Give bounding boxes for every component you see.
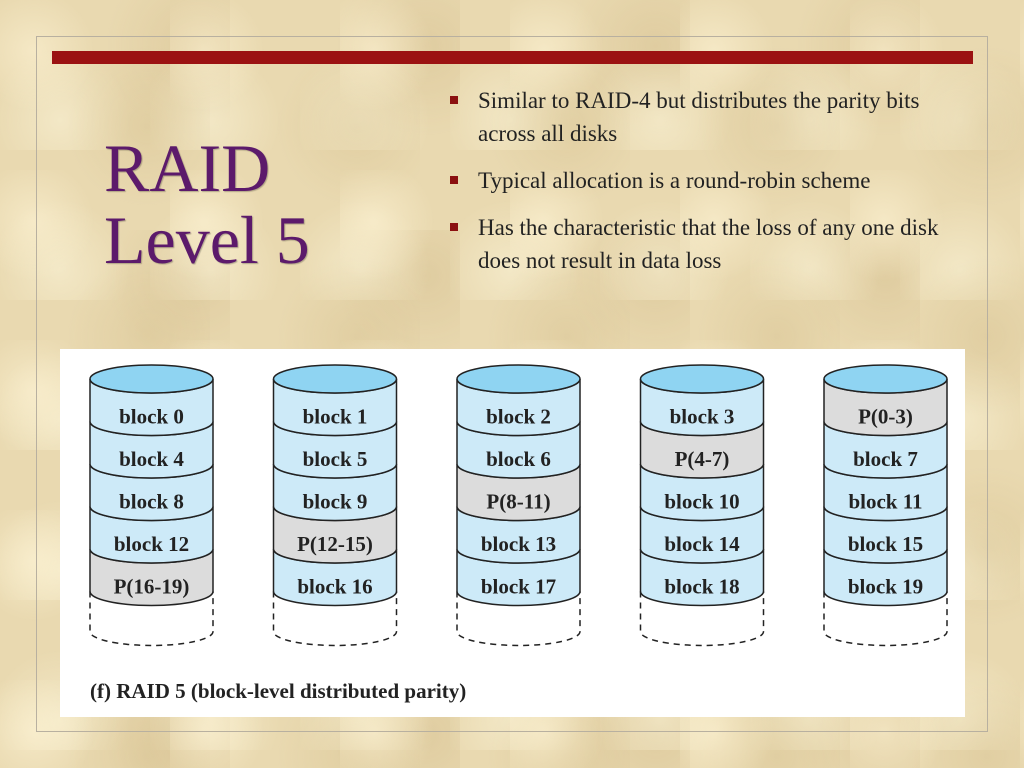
- block-label: block 4: [119, 447, 184, 471]
- block-label: block 9: [303, 490, 368, 514]
- title-line-1: RAID: [104, 130, 271, 206]
- block-label: block 13: [481, 532, 556, 556]
- block-label: block 19: [848, 575, 923, 599]
- disk-array: P(16-19) block 12 block 8 block 4 block 0 blo…: [89, 364, 948, 647]
- disk-1: P(16-19) block 12 block 8 block 4 block 0: [89, 364, 214, 647]
- disk-empty-space: [456, 591, 581, 647]
- bullet-text: Has the characteristic that the loss of …: [478, 215, 939, 273]
- bullet-square-icon: [450, 96, 458, 104]
- raid5-diagram: P(16-19) block 12 block 8 block 4 block 0 blo…: [60, 349, 965, 717]
- bullet-list: Similar to RAID-4 but distributes the pa…: [446, 84, 966, 291]
- bullet-text: Typical allocation is a round-robin sche…: [478, 168, 871, 193]
- block-label: block 6: [486, 447, 551, 471]
- block-label: block 1: [303, 405, 368, 429]
- title-line-2: Level 5: [104, 202, 310, 278]
- disk-empty-space: [89, 591, 214, 647]
- block-label: block 14: [664, 532, 740, 556]
- bullet-square-icon: [450, 176, 458, 184]
- disk-empty-space: [272, 591, 398, 647]
- disk-top: [456, 364, 581, 394]
- block-label: block 0: [119, 405, 184, 429]
- bullet-item: Similar to RAID-4 but distributes the pa…: [446, 84, 966, 150]
- block-label: P(4-7): [675, 447, 730, 471]
- slide-frame: [36, 36, 988, 732]
- disk-empty-space: [823, 591, 948, 647]
- block-label: block 11: [848, 490, 922, 514]
- bullet-item: Typical allocation is a round-robin sche…: [446, 164, 966, 197]
- disk-top: [639, 364, 765, 394]
- block-label: P(0-3): [858, 405, 913, 429]
- disk-top: [89, 364, 214, 394]
- disk-empty-space: [639, 591, 765, 647]
- block-label: P(12-15): [297, 532, 373, 556]
- block-label: block 3: [670, 405, 735, 429]
- figure-caption: (f) RAID 5 (block-level distributed pari…: [90, 679, 467, 703]
- disk-top: [823, 364, 948, 394]
- block-label: block 12: [114, 532, 189, 556]
- bullet-item: Has the characteristic that the loss of …: [446, 211, 966, 277]
- disk-4: block 18 block 14 block 10 P(4-7) block 3: [639, 364, 765, 647]
- block-label: P(16-19): [114, 575, 190, 599]
- block-label: block 7: [853, 447, 918, 471]
- block-label: block 8: [119, 490, 184, 514]
- bullet-text: Similar to RAID-4 but distributes the pa…: [478, 88, 920, 146]
- disk-2: block 16 P(12-15) block 9 block 5 block 1: [272, 364, 398, 647]
- block-label: block 17: [481, 575, 556, 599]
- block-label: block 5: [303, 447, 368, 471]
- block-label: block 18: [664, 575, 739, 599]
- block-label: block 2: [486, 405, 551, 429]
- block-label: block 15: [848, 532, 923, 556]
- disk-3: block 17 block 13 P(8-11) block 6 block 2: [456, 364, 581, 647]
- block-label: block 16: [297, 575, 372, 599]
- slide-title: RAID Level 5: [104, 132, 404, 276]
- accent-bar: [52, 51, 973, 64]
- block-label: block 10: [664, 490, 739, 514]
- block-label: P(8-11): [486, 490, 550, 514]
- bullet-square-icon: [450, 223, 458, 231]
- disk-5: block 19 block 15 block 11 block 7 P(0-3): [823, 364, 948, 647]
- disk-top: [272, 364, 398, 394]
